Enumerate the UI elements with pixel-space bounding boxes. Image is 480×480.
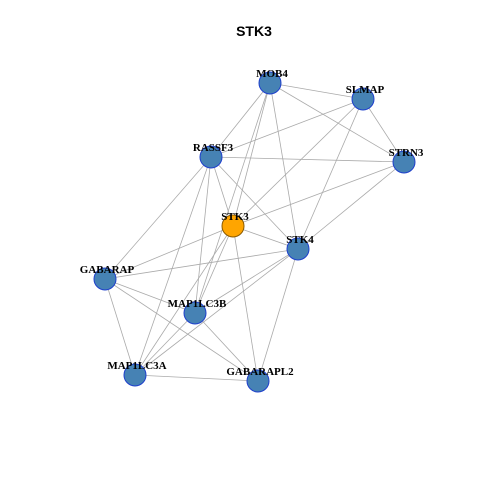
edge-slmap-stk4	[297, 98, 364, 250]
edge-rassf3-strn3	[210, 156, 405, 163]
edge-strn3-stk4	[297, 161, 405, 250]
edge-mob4-stk3	[232, 82, 271, 227]
edge-stk3-gabarapl2	[232, 225, 259, 382]
node-layer	[93, 71, 416, 393]
graph-title: STK3	[236, 23, 272, 39]
edge-stk4-map1lc3b	[194, 248, 299, 314]
edge-map1lc3a-gabarapl2	[134, 374, 259, 382]
edge-slmap-rassf3	[210, 98, 364, 158]
node-label-stk4: STK4	[286, 234, 314, 246]
node-map1lc3a[interactable]	[123, 363, 147, 387]
node-label-map1lc3a: MAP1LC3A	[107, 360, 166, 372]
edge-gabarap-gabarapl2	[104, 278, 259, 382]
node-strn3[interactable]	[392, 150, 416, 174]
node-label-gabarap: GABARAP	[80, 264, 135, 276]
edge-rassf3-map1lc3a	[134, 156, 212, 376]
edge-mob4-strn3	[269, 82, 405, 163]
edge-stk4-gabarapl2	[257, 248, 299, 382]
node-gabarapl2[interactable]	[246, 369, 270, 393]
node-stk4[interactable]	[286, 237, 310, 261]
node-label-rassf3: RASSF3	[193, 142, 234, 154]
node-label-gabarapl2: GABARAPL2	[226, 366, 294, 378]
node-label-map1lc3b: MAP1LC3B	[168, 298, 227, 310]
edge-layer	[104, 82, 405, 382]
node-label-stk3: STK3	[221, 211, 249, 223]
node-slmap[interactable]	[351, 87, 375, 111]
node-map1lc3b[interactable]	[183, 301, 207, 325]
edge-stk4-map1lc3a	[134, 248, 299, 376]
node-gabarap[interactable]	[93, 267, 117, 291]
edge-mob4-slmap	[269, 82, 364, 100]
node-label-strn3: STRN3	[389, 147, 424, 159]
node-label-mob4: MOB4	[256, 68, 288, 80]
node-rassf3[interactable]	[199, 145, 223, 169]
node-label-slmap: SLMAP	[346, 84, 385, 96]
edge-stk3-map1lc3b	[194, 225, 234, 314]
edge-rassf3-map1lc3b	[194, 156, 212, 314]
edge-gabarap-map1lc3b	[104, 278, 196, 314]
edge-stk3-map1lc3a	[134, 225, 234, 376]
edge-strn3-stk3	[232, 161, 405, 227]
edge-slmap-stk3	[232, 98, 364, 227]
edge-mob4-stk4	[269, 82, 299, 250]
edge-rassf3-stk3	[210, 156, 234, 227]
edge-gabarap-map1lc3a	[104, 278, 136, 376]
edge-stk3-gabarap	[104, 225, 234, 280]
edge-slmap-strn3	[362, 98, 405, 163]
node-stk3[interactable]	[221, 214, 245, 238]
edge-mob4-rassf3	[210, 82, 271, 158]
node-mob4[interactable]	[258, 71, 282, 95]
edge-mob4-map1lc3b	[194, 82, 271, 314]
edge-stk4-gabarap	[104, 248, 299, 280]
edge-rassf3-stk4	[210, 156, 299, 250]
edge-map1lc3b-map1lc3a	[134, 312, 196, 376]
edge-map1lc3b-gabarapl2	[194, 312, 259, 382]
edge-rassf3-gabarap	[104, 156, 212, 280]
